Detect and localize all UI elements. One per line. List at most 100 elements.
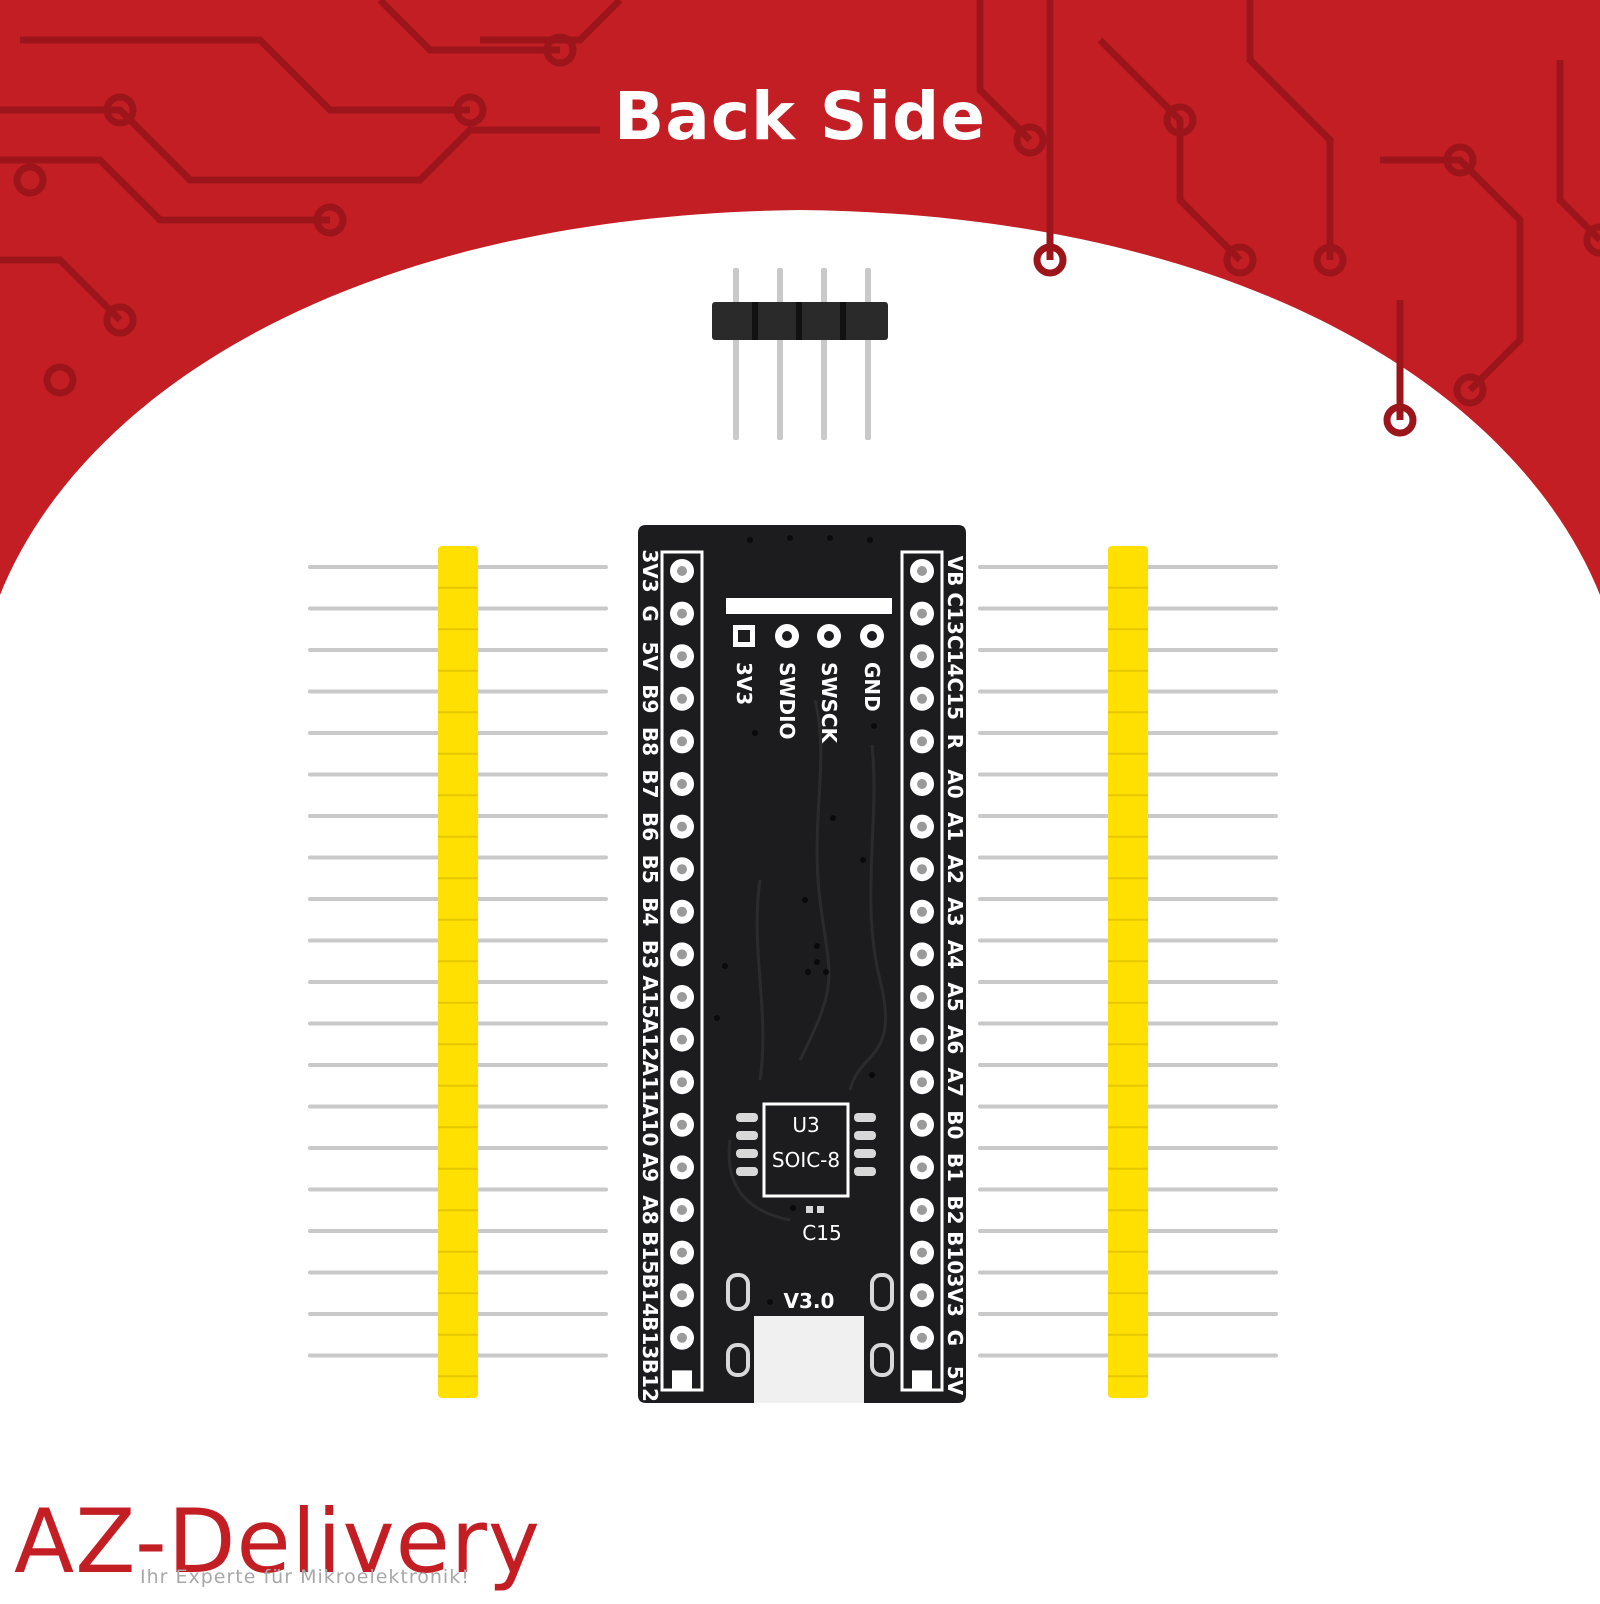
pin-label: A12 [638, 1018, 662, 1061]
pin-label: B9 [638, 684, 662, 713]
circuit-node [1313, 243, 1347, 277]
circuit-trace [1246, 0, 1334, 260]
housing-notch [1108, 586, 1148, 589]
housing-notch [438, 1333, 478, 1336]
pin-label: B0 [943, 1110, 967, 1139]
pin [865, 268, 871, 440]
housing-notch [438, 711, 478, 714]
circuit-trace [1097, 37, 1243, 263]
swd-drill [738, 630, 750, 642]
swd-drill [824, 631, 834, 641]
pin-drill [677, 693, 687, 704]
housing-notch [438, 1209, 478, 1212]
usb-mount-hole [870, 1273, 894, 1311]
pin-drill [917, 736, 927, 747]
square-pad [672, 1370, 692, 1391]
pin-drill [677, 1205, 687, 1215]
pin-labels: 3V3G5VB9B8B7B6B5B4B3A15A12A11A10A9A8B15B… [638, 549, 967, 1402]
pin-label: A0 [943, 769, 967, 798]
pin-drill [917, 1034, 927, 1045]
pin-label: B13 [638, 1316, 662, 1359]
pin-label: B14 [638, 1274, 662, 1317]
pcb-body [638, 525, 966, 1403]
pin-drill [917, 992, 927, 1002]
pin-drill [677, 864, 687, 875]
circuit-node [1383, 403, 1417, 437]
brand-logo: AZ-Delivery [14, 1490, 541, 1593]
housing-notch [1108, 669, 1148, 672]
chip-ref-label: U3 [792, 1113, 819, 1137]
chip-package-label: SOIC-8 [772, 1148, 840, 1172]
chip-pads [736, 1113, 876, 1176]
pin-label: A6 [943, 1025, 967, 1054]
pin-label: B7 [638, 769, 662, 798]
housing-notch [438, 1375, 478, 1378]
right-pin-header [978, 546, 1278, 1398]
pcb-board: 3V3G5VB9B8B7B6B5B4B3A15A12A11A10A9A8B15B… [638, 525, 967, 1403]
pin-label: A10 [638, 1103, 662, 1146]
housing-notch [438, 877, 478, 880]
pin-drill [917, 779, 927, 789]
pin-label: B15 [638, 1231, 662, 1274]
pin-drill [917, 1119, 927, 1130]
housing-notch [1108, 794, 1148, 797]
pin-label: B5 [638, 855, 662, 884]
housing-notch [438, 835, 478, 838]
pin-label: B4 [638, 897, 662, 926]
pin-drill [917, 651, 927, 662]
housing-notch [1108, 1333, 1148, 1336]
housing-notch [438, 1001, 478, 1004]
circuit-node [1443, 143, 1477, 177]
housing-notch [1108, 960, 1148, 963]
housing-notch [438, 628, 478, 631]
circuit-node [1033, 243, 1067, 277]
capacitor-label: C15 [802, 1221, 841, 1245]
circuit-node [103, 303, 137, 337]
pin-drill [677, 1119, 687, 1130]
housing-notch [1108, 752, 1148, 755]
pin-label: B6 [638, 812, 662, 841]
header-housing [438, 546, 478, 1398]
pin-drill [917, 608, 927, 619]
housing-notch [438, 794, 478, 797]
housing-notch [1108, 877, 1148, 880]
housing-notch [1108, 918, 1148, 921]
pin-drill [917, 566, 927, 576]
pin-drill [677, 906, 687, 917]
circuit-trace [0, 106, 600, 184]
housing-notch [1108, 1209, 1148, 1212]
pin [821, 268, 827, 440]
brand-tagline: Ihr Experte für Mikroelektronik! [140, 1566, 470, 1588]
circuit-node [43, 363, 77, 397]
circuit-trace [377, 0, 560, 54]
pin-drill [917, 1077, 927, 1088]
cap-pad [806, 1206, 813, 1213]
pin-drill [917, 906, 927, 917]
housing-notch [1108, 711, 1148, 714]
pin [733, 268, 739, 440]
pin-label: G [638, 605, 662, 621]
pin-drill [677, 1332, 687, 1343]
left-pin-header [308, 546, 608, 1398]
housing-notch [438, 1126, 478, 1129]
silkscreen-bar [726, 598, 892, 614]
housing-notch [438, 918, 478, 921]
housing-notch [438, 586, 478, 589]
swd-label: GND [860, 662, 884, 712]
circuit-trace [480, 0, 623, 44]
housing-notch [1108, 1375, 1148, 1378]
pin-drill [677, 1077, 687, 1088]
pin [777, 268, 783, 440]
pin-label: R [943, 734, 967, 749]
pin-drill [917, 821, 927, 832]
pin-label: A8 [638, 1195, 662, 1224]
pin-drill [917, 949, 927, 960]
version-label: V3.0 [784, 1289, 835, 1313]
pin-drill [917, 1162, 927, 1173]
circuit-node [103, 93, 137, 127]
cap-pad [817, 1206, 824, 1213]
circuit-trace [1380, 156, 1524, 393]
pin-drill [917, 693, 927, 704]
